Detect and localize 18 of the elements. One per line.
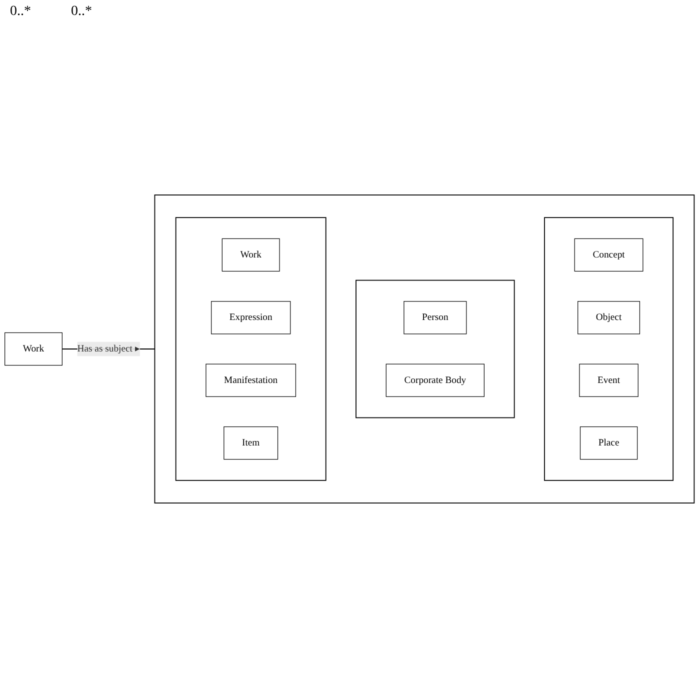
node-box: Place <box>580 426 638 460</box>
cluster <box>356 280 515 418</box>
multiplicity-label: 0..* <box>71 4 92 20</box>
node-box: Item <box>224 426 278 460</box>
node-box: Person <box>404 301 467 334</box>
node-box: Event <box>579 364 638 397</box>
multiplicity-label: 0..* <box>10 4 31 20</box>
cluster <box>175 217 326 481</box>
node-box: Expression <box>211 301 291 334</box>
node-box: Work <box>4 332 62 366</box>
node-box: Manifestation <box>206 364 296 397</box>
node-box: Work <box>222 238 280 272</box>
node-box: Corporate Body <box>386 364 484 397</box>
cluster <box>154 194 695 504</box>
node-box: Object <box>578 301 640 334</box>
cluster <box>544 217 674 481</box>
node-box: Concept <box>574 238 644 272</box>
edge-label: Has as subject ▸ <box>77 344 140 354</box>
